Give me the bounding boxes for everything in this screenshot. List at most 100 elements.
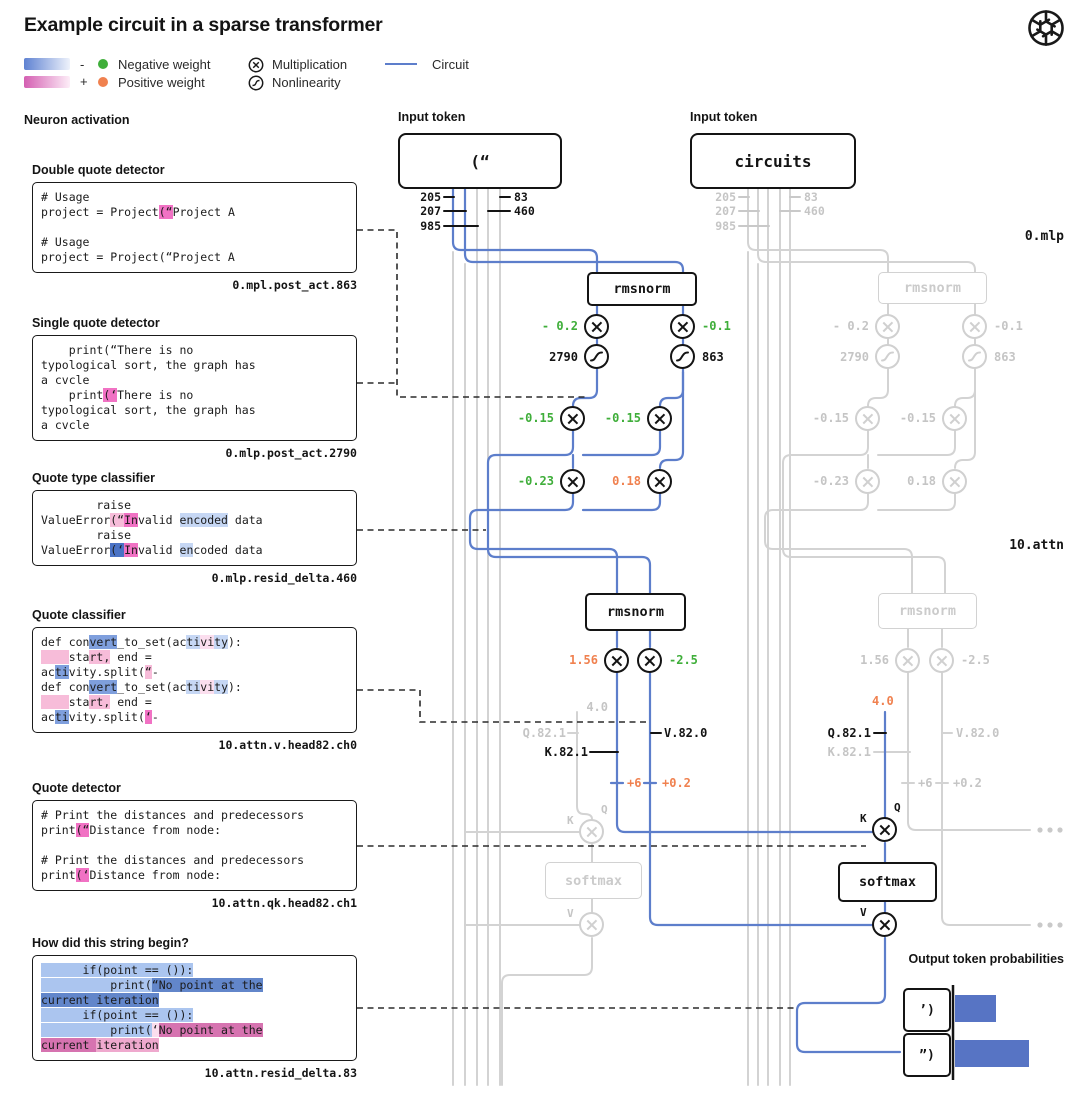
code-segment: (‘ <box>110 543 125 557</box>
multiplication-node <box>647 469 672 494</box>
code-segment: In <box>124 513 138 527</box>
code-segment: def con <box>41 635 90 649</box>
code-line: def convert_to_set(activity): <box>41 680 348 695</box>
code-segment: ‘ <box>144 710 152 724</box>
multiplication-node-inactive <box>942 469 967 494</box>
code-segment: end = <box>110 695 152 709</box>
code-segment: # Usage <box>41 190 90 204</box>
multiplication-node-inactive <box>895 648 920 673</box>
code-line: activity.split(‘- <box>41 710 348 725</box>
code-line: a cvcle <box>41 418 348 433</box>
wire-number: 207 <box>715 204 736 218</box>
code-segment: ty <box>214 680 228 694</box>
code-segment: if(point == ()): <box>41 1008 194 1022</box>
weight-value: -0.15 <box>604 411 641 425</box>
multiplication-node <box>604 648 629 673</box>
v-multiplication-node-inactive <box>579 912 604 937</box>
code-segment: a cvcle <box>41 418 90 432</box>
code-segment: if(point == ()): <box>41 963 194 977</box>
code-line: a cvcle <box>41 373 348 388</box>
q-channel-label-inactive: Q.82.1 <box>522 726 566 740</box>
card-title: Double quote detector <box>32 163 165 177</box>
card-title: Quote type classifier <box>32 471 155 485</box>
nonlinearity-node <box>670 344 695 369</box>
code-segment: en <box>179 543 194 557</box>
code-line <box>41 220 348 235</box>
card-title: Quote detector <box>32 781 121 795</box>
code-segment: ti <box>186 635 201 649</box>
code-segment: # Usage <box>41 235 90 249</box>
code-segment: No point at the <box>158 1023 263 1037</box>
code-segment: ti <box>186 680 201 694</box>
openai-logo-icon <box>1028 10 1064 46</box>
code-segment: (‘ <box>103 388 118 402</box>
code-segment: “ <box>144 665 152 679</box>
qk-multiplication-node-inactive <box>579 819 604 844</box>
multiplication-icon <box>248 57 264 73</box>
code-line: if(point == ()): <box>41 963 348 978</box>
code-segment: print <box>41 823 76 837</box>
legend-nonlinearity: Nonlinearity <box>272 75 341 90</box>
weight-value: -0.23 <box>517 474 554 488</box>
code-segment: a cvcle <box>41 373 90 387</box>
code-segment: valid <box>137 543 180 557</box>
multiplication-node <box>647 406 672 431</box>
output-token-box: ”) <box>903 1033 951 1077</box>
code-line: # Usage <box>41 235 348 250</box>
code-segment: end = <box>110 650 152 664</box>
rmsnorm-block: rmsnorm <box>585 593 686 631</box>
page-title: Example circuit in a sparse transformer <box>24 14 383 36</box>
code-segment: _to_set(ac <box>117 680 187 694</box>
code-line: print(“There is no <box>41 343 348 358</box>
code-segment: typological sort, the graph has <box>41 358 256 372</box>
code-segment: raise <box>41 528 132 542</box>
code-segment: current <box>41 1038 97 1052</box>
code-segment: Distance from node: <box>89 868 222 882</box>
legend-negative-weight: Negative weight <box>118 57 211 72</box>
code-segment: ‘ <box>151 1023 159 1037</box>
weight-value: -2.5 <box>669 653 698 667</box>
code-segment: typological sort, the graph has <box>41 403 256 417</box>
code-line: project = Project(“Project A <box>41 205 348 220</box>
code-segment: print( <box>41 978 152 992</box>
code-sample-box: def convert_to_set(activity): start, end… <box>32 627 357 733</box>
code-segment: ValueError <box>41 543 111 557</box>
code-segment: - <box>151 665 159 679</box>
card-title: Quote classifier <box>32 608 126 622</box>
weight-value: -0.15 <box>517 411 554 425</box>
neuron-card: Single quote detector print(“There is no… <box>32 316 357 460</box>
code-line: ValueError(“Invalid encoded data <box>41 513 348 528</box>
probability-bar <box>955 1040 1029 1067</box>
input-token-box-left: (“ <box>398 133 562 189</box>
code-line: raise <box>41 528 348 543</box>
code-segment: vi <box>200 635 215 649</box>
code-segment: vi <box>200 680 215 694</box>
wire-number: 83 <box>514 190 528 204</box>
code-segment: vity.split( <box>68 710 145 724</box>
code-line: start, end = <box>41 650 348 665</box>
code-segment: ac <box>41 665 55 679</box>
code-line: print(“Distance from node: <box>41 823 348 838</box>
nonlinearity-node-inactive <box>962 344 987 369</box>
wire-number: 207 <box>420 204 441 218</box>
code-segment: vert <box>89 680 118 694</box>
code-segment: In <box>124 543 138 557</box>
multiplication-node-inactive <box>929 648 954 673</box>
code-segment <box>41 650 69 664</box>
weight-value: 1.56 <box>569 653 598 667</box>
card-title: How did this string begin? <box>32 936 189 950</box>
code-segment: # Print the distances and predecessors <box>41 853 305 867</box>
code-line: typological sort, the graph has <box>41 358 348 373</box>
activation-value: 863 <box>702 350 724 364</box>
multiplication-node-inactive <box>875 314 900 339</box>
weight-value: -0.1 <box>702 319 731 333</box>
code-segment: valid <box>137 513 180 527</box>
k-channel-label: K.82.1 <box>544 745 588 759</box>
code-line: # Print the distances and predecessors <box>41 808 348 823</box>
